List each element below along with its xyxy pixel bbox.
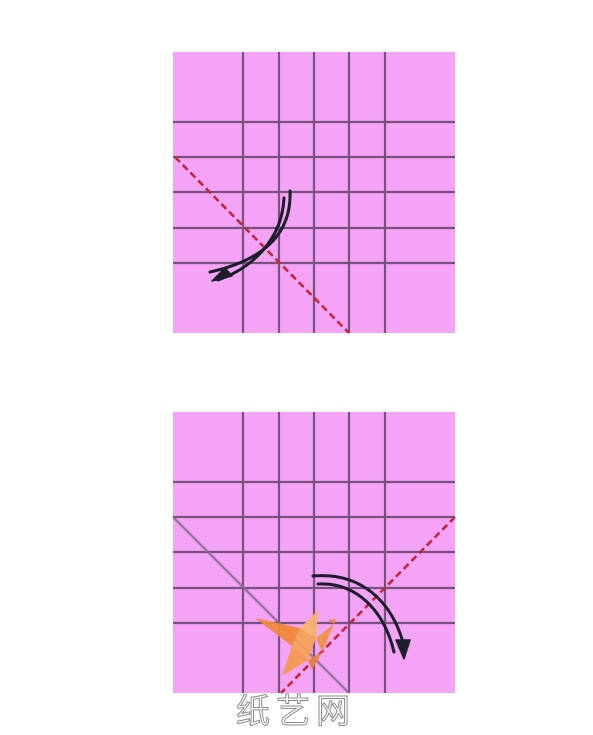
- curved-arrow-icon: [208, 189, 292, 282]
- paper-crane-icon: [255, 610, 336, 676]
- paper-square-top: [173, 52, 455, 334]
- existing-crease-line: [172, 516, 350, 694]
- crease-grid: [173, 412, 455, 693]
- site-watermark: 纸艺网: [236, 692, 356, 733]
- crease-grid: [173, 52, 455, 333]
- valley-fold-line: [174, 156, 350, 334]
- curved-arrow-icon: [311, 574, 411, 660]
- paper-square-bottom: [172, 412, 456, 694]
